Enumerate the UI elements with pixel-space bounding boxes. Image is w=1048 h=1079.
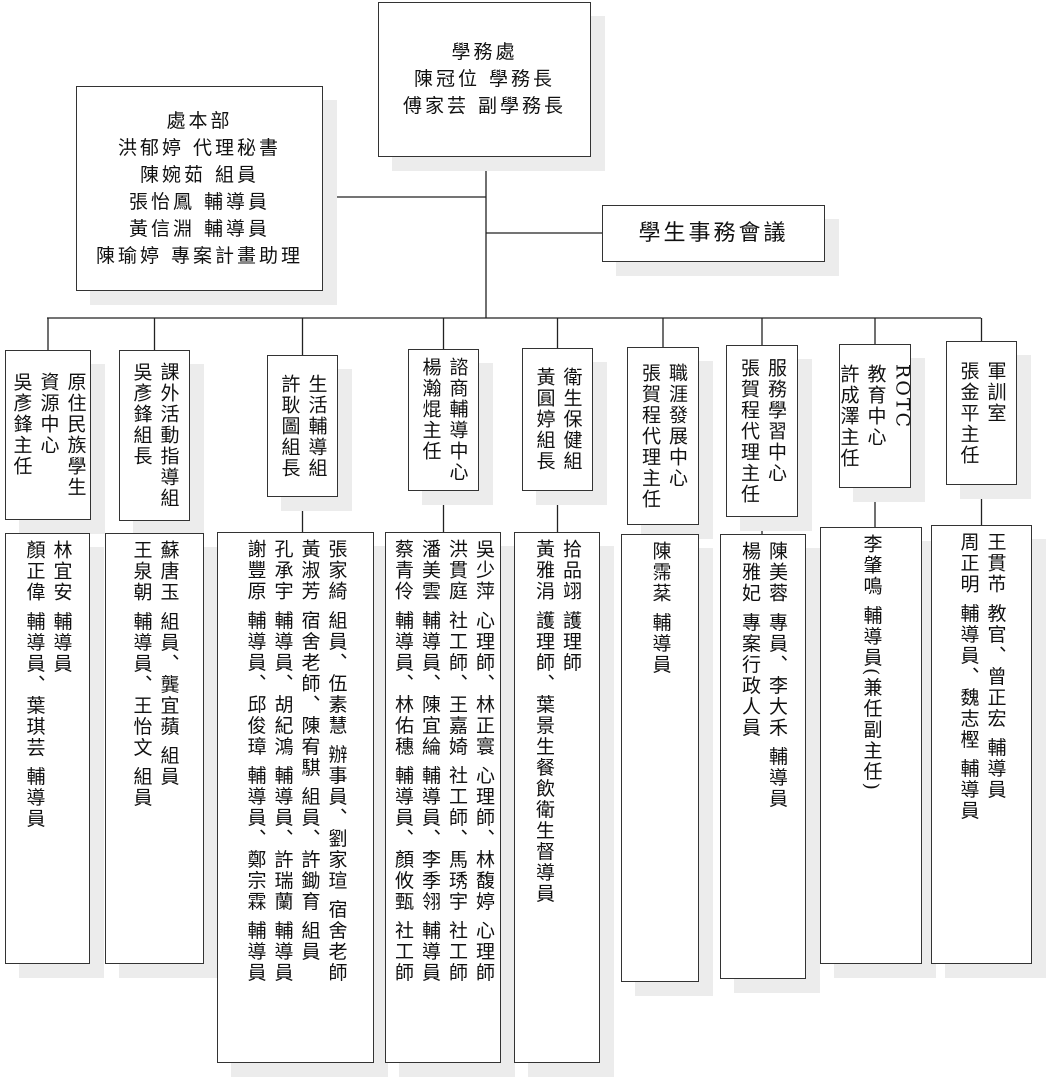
staff-column: 顏正偉 輔導員、葉琪芸 輔導員 — [23, 540, 46, 830]
staff-column: 孔承宇 輔導員、胡紀鴻 輔導員、許瑞蘭 輔導員 — [271, 539, 294, 984]
unit-head: 張賀程代理主任 — [738, 357, 760, 505]
unit-head: 吳彥鋒主任 — [10, 372, 33, 477]
unit-name-line: 衛生保健組 — [560, 367, 583, 472]
staff-column: 林宜安 輔導員 — [50, 540, 73, 675]
staff-list: 吳少萍 心理師、林正寰 心理師、林馥婷 心理師洪貫庭 社工師、王嘉婍 社工師、馬… — [389, 539, 497, 983]
unit-name-line: 原住民族學生 — [64, 372, 87, 498]
unit-name-line: 職涯發展中心 — [666, 362, 688, 489]
staff-box: 陳霈棻 輔導員 — [621, 534, 699, 982]
unit-title: 諮商輔導中心楊瀚焜主任 — [417, 357, 471, 483]
staff-column: 楊雅妃 專案行政人員 — [739, 541, 761, 739]
staff-column: 蘇唐玉 組員、龔宜蘋 組員 — [157, 540, 180, 788]
staff-column: 謝豐原 輔導員、邱俊璋 輔導員、鄭宗霖 輔導員 — [244, 539, 267, 984]
staff-column: 陳霈棻 輔導員 — [649, 541, 672, 676]
staff-column: 潘美雲 輔導員、陳宜綸 輔導員、李季翎 輔導員 — [419, 539, 441, 984]
staff-column: 蔡青伶 輔導員、林佑穗 輔導員、顏攸甄 社工師 — [392, 539, 414, 984]
unit-head: 許耿圖組長 — [278, 373, 301, 479]
unit-head: 張賀程代理主任 — [639, 362, 661, 510]
staff-box: 王貫芇 教官、曾正宏 輔導員周正明 輔導員、魏志樫 輔導員 — [931, 525, 1032, 964]
unit-name-line: 服務學習中心 — [765, 357, 787, 484]
staff-column: 黃雅涓 護理師、葉景生餐飲衛生督導員 — [533, 539, 555, 905]
staff-column: 王泉朝 輔導員、王怡文 組員 — [130, 540, 153, 809]
staff-column: 張家綺 組員、伍素慧 辦事員、劉家瑄 宿舍老師 — [325, 539, 348, 984]
unit-name-line: 生活輔導組 — [305, 373, 328, 479]
vice-dean-line: 傅家芸 副學務長 — [402, 95, 567, 117]
unit-box: 課外活動指導組吳彥鋒組長 — [119, 350, 190, 521]
unit-title: 軍訓室張金平主任 — [955, 361, 1009, 466]
staff-list: 拾品翊 護理師黃雅涓 護理師、葉景生餐飲衛生督導員 — [530, 539, 584, 904]
staff-column: 黃淑芳 宿舍老師、陳宥騏 組員、許鋤育 組員 — [298, 539, 321, 963]
unit-box: 衛生保健組黃圓婷組長 — [522, 348, 593, 491]
staff-column: 洪貫庭 社工師、王嘉婍 社工師、馬琇宇 社工師 — [446, 539, 468, 984]
unit-title: 衛生保健組黃圓婷組長 — [531, 367, 585, 472]
unit-title: 原住民族學生資源中心吳彥鋒主任 — [8, 372, 89, 498]
staff-list: 王貫芇 教官、曾正宏 輔導員周正明 輔導員、魏志樫 輔導員 — [955, 532, 1009, 821]
unit-box: 服務學習中心張賀程代理主任 — [726, 345, 798, 517]
unit-head: 張金平主任 — [957, 360, 980, 466]
staff-list: 蘇唐玉 組員、龔宜蘋 組員王泉朝 輔導員、王怡文 組員 — [128, 540, 182, 808]
unit-name-line: 教育中心 — [864, 363, 887, 448]
staff-line: 洪郁婷 代理秘書 — [117, 136, 282, 159]
staff-list: 陳霈棻 輔導員 — [647, 541, 674, 675]
staff-list: 張家綺 組員、伍素慧 辦事員、劉家瑄 宿舍老師黃淑芳 宿舍老師、陳宥騏 組員、許… — [242, 539, 350, 983]
staff-list: 陳美蓉 專員、李大禾 輔導員楊雅妃 專案行政人員 — [736, 541, 790, 809]
unit-box: 原住民族學生資源中心吳彥鋒主任 — [5, 350, 91, 520]
headquarters-box: 處本部 洪郁婷 代理秘書 陳婉茹 組員 張怡鳳 輔導員 黃信淵 輔導員 陳瑜婷 … — [76, 86, 323, 291]
unit-title: 服務學習中心張賀程代理主任 — [735, 358, 789, 505]
staff-line: 張怡鳳 輔導員 — [128, 190, 271, 213]
unit-box: 諮商輔導中心楊瀚焜主任 — [408, 349, 479, 491]
unit-name-line: ROTC — [891, 363, 914, 429]
staff-box: 蘇唐玉 組員、龔宜蘋 組員王泉朝 輔導員、王怡文 組員 — [105, 533, 204, 964]
staff-box: 陳美蓉 專員、李大禾 輔導員楊雅妃 專案行政人員 — [720, 534, 806, 979]
unit-head: 吳彥鋒組長 — [130, 362, 153, 467]
unit-head: 黃圓婷組長 — [533, 367, 556, 472]
staff-column: 吳少萍 心理師、林正寰 心理師、林馥婷 心理師 — [473, 539, 495, 984]
staff-column: 拾品翊 護理師 — [560, 539, 582, 674]
unit-name-line: 諮商輔導中心 — [446, 357, 469, 483]
staff-line: 陳瑜婷 專案計畫助理 — [95, 244, 304, 267]
office-title: 學務處 — [451, 41, 518, 63]
staff-box: 張家綺 組員、伍素慧 辦事員、劉家瑄 宿舍老師黃淑芳 宿舍老師、陳宥騏 組員、許… — [217, 532, 374, 1063]
staff-column: 李肇鳴 輔導員(兼任副主任) — [860, 534, 883, 792]
student-affairs-council-box: 學生事務會議 — [602, 205, 825, 262]
unit-box: 軍訓室張金平主任 — [946, 341, 1017, 485]
staff-list: 李肇鳴 輔導員(兼任副主任) — [858, 534, 885, 792]
staff-column: 王貫芇 教官、曾正宏 輔導員 — [984, 532, 1007, 801]
unit-title: 生活輔導組許耿圖組長 — [276, 374, 330, 479]
unit-title: 課外活動指導組吳彥鋒組長 — [128, 362, 182, 509]
unit-name-line: 軍訓室 — [984, 360, 1007, 424]
council-label: 學生事務會議 — [638, 221, 789, 246]
unit-box: 職涯發展中心張賀程代理主任 — [627, 347, 699, 525]
student-affairs-office-box: 學務處 陳冠位 學務長 傅家芸 副學務長 — [378, 2, 591, 157]
staff-list: 林宜安 輔導員顏正偉 輔導員、葉琪芸 輔導員 — [21, 540, 75, 829]
staff-box: 林宜安 輔導員顏正偉 輔導員、葉琪芸 輔導員 — [5, 533, 90, 964]
staff-box: 李肇鳴 輔導員(兼任副主任) — [820, 527, 922, 964]
unit-name-line: 資源中心 — [37, 372, 60, 456]
headquarters-title: 處本部 — [166, 109, 233, 132]
staff-line: 黃信淵 輔導員 — [128, 217, 271, 240]
dean-line: 陳冠位 學務長 — [413, 68, 556, 90]
staff-line: 陳婉茹 組員 — [139, 163, 260, 186]
unit-name-line: 課外活動指導組 — [157, 362, 180, 509]
staff-column: 陳美蓉 專員、李大禾 輔導員 — [766, 541, 788, 810]
unit-title: 職涯發展中心張賀程代理主任 — [636, 363, 690, 510]
staff-column: 周正明 輔導員、魏志樫 輔導員 — [957, 532, 980, 822]
unit-box: 生活輔導組許耿圖組長 — [267, 355, 338, 497]
staff-box: 拾品翊 護理師黃雅涓 護理師、葉景生餐飲衛生督導員 — [514, 532, 600, 1063]
staff-box: 吳少萍 心理師、林正寰 心理師、林馥婷 心理師洪貫庭 社工師、王嘉婍 社工師、馬… — [385, 532, 501, 1063]
unit-head: 許成澤主任 — [837, 363, 860, 469]
unit-head: 楊瀚焜主任 — [419, 357, 442, 462]
